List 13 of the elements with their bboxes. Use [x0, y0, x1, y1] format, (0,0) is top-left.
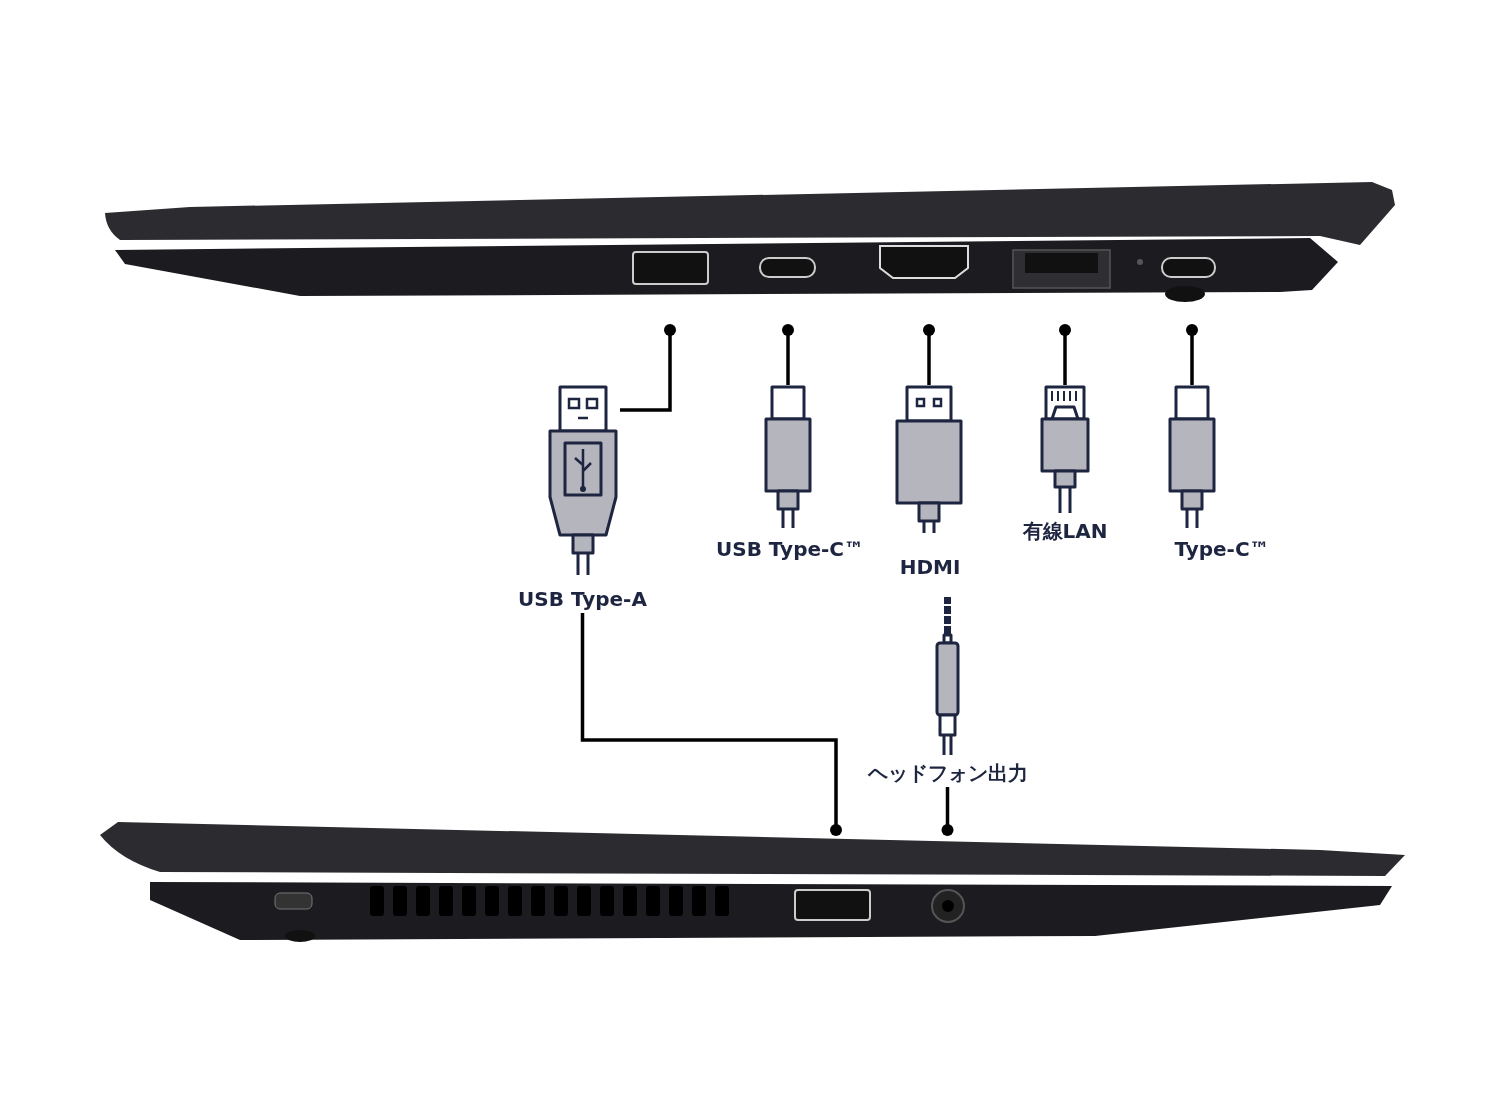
leader-line [620, 324, 676, 412]
connector-label: ヘッドフォン出力 [866, 761, 1029, 785]
connector-label: HDMI [898, 555, 962, 579]
connector-label: 有線LAN [1021, 519, 1109, 543]
leader-line [1186, 324, 1198, 385]
connector-label: USB Type-C™ [715, 537, 865, 561]
leader-line [580, 613, 842, 836]
connector-label: Type-C™ [1173, 537, 1271, 561]
leader-line [941, 787, 954, 836]
leader-line [782, 324, 794, 385]
connector-label: USB Type-A [517, 587, 648, 611]
leader-line [923, 324, 935, 385]
leader-line [1059, 324, 1071, 385]
